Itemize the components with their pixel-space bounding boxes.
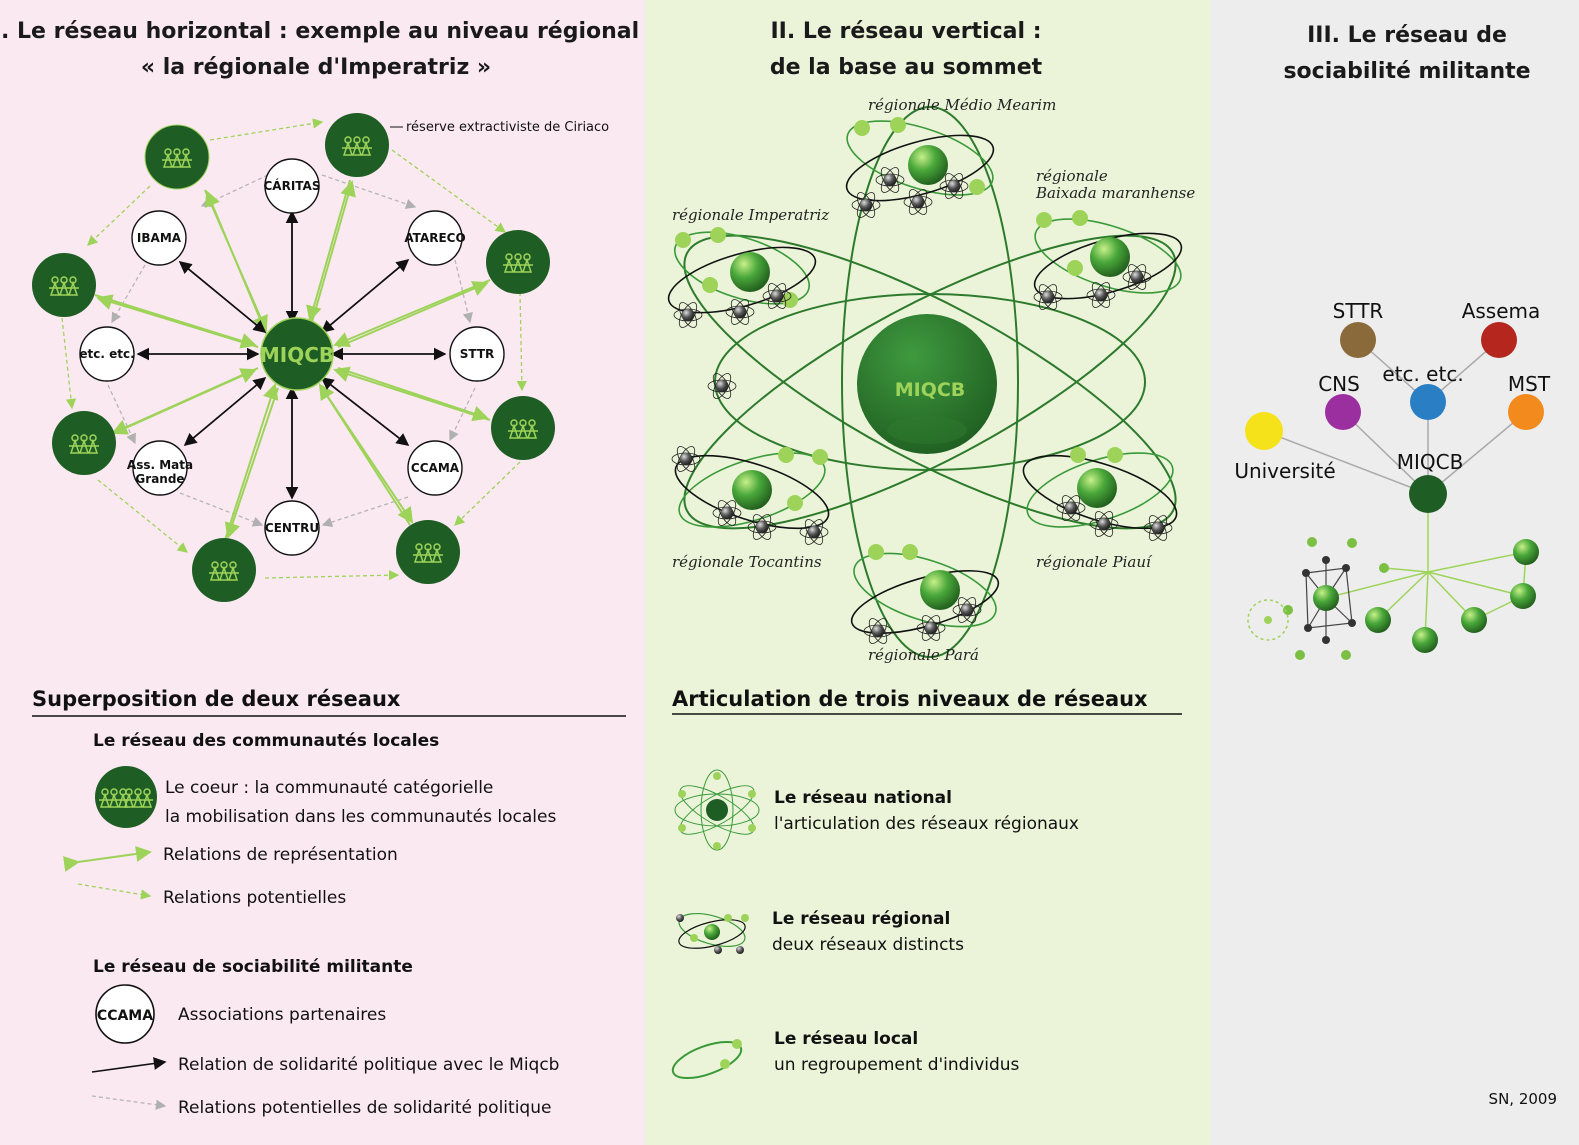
org-centru — [264, 500, 320, 556]
regional-cluster-para — [850, 544, 1000, 647]
panel-militant-sociability — [1210, 0, 1579, 1145]
community-circle — [32, 253, 96, 317]
org-ass-mata-grande — [132, 440, 188, 496]
legend-assoc: Associations partenaires — [178, 1005, 386, 1025]
regional-cluster-medio — [845, 117, 995, 221]
node-assema-label: Assema — [1462, 299, 1541, 323]
national-center-ball — [857, 314, 997, 454]
org-etc-label: etc. etc. — [79, 347, 134, 361]
legend-national-icon — [674, 769, 760, 851]
node-miqcb-label: MIQCB — [1397, 450, 1464, 474]
org-sttr — [449, 326, 505, 382]
section2-title-line2: de la base au sommet — [770, 55, 1043, 80]
org-caritas-label: CÁRITAS — [264, 178, 321, 193]
node-cns-label: CNS — [1318, 372, 1360, 396]
community-circle — [396, 520, 460, 584]
legend-local-desc: un regroupement d'individus — [774, 1055, 1020, 1075]
section3-title-line1: III. Le réseau de — [1307, 23, 1507, 48]
region-medio-label: régionale Médio Mearim — [868, 96, 1056, 114]
section2-title-line1: II. Le réseau vertical : — [771, 19, 1042, 44]
national-center-label: MIQCB — [895, 379, 966, 401]
legend1-sub2: Le réseau de sociabilité militante — [93, 957, 413, 977]
node-assema — [1481, 322, 1517, 358]
legend2-heading: Articulation de trois niveaux de réseaux — [672, 687, 1148, 711]
horizontal-network: réserve extractiviste de Ciriaco CÁRITAS… — [32, 113, 609, 602]
legend-national-title: Le réseau national — [774, 788, 952, 808]
community-circle — [486, 230, 550, 294]
legend-regional-title: Le réseau régional — [772, 909, 950, 929]
regional-cluster-piaui — [1022, 447, 1178, 544]
section1-title-line2: « la régionale d'Imperatriz » — [141, 55, 491, 80]
org-sttr-label: STTR — [460, 347, 495, 361]
region-imperatriz-label: régionale Imperatriz — [672, 206, 829, 224]
org-ass-mata-label-1: Ass. Mata — [127, 458, 193, 472]
org-atareco-label: ATARECO — [404, 231, 465, 245]
vertical-network: MIQCB — [667, 96, 1195, 664]
credit: SN, 2009 — [1489, 1090, 1557, 1108]
node-mst-label: MST — [1508, 372, 1551, 396]
legend-representation-arrow — [63, 846, 152, 872]
node-miqcb — [1409, 475, 1447, 513]
legend-coeur-line2: la mobilisation dans les communautés loc… — [165, 807, 556, 827]
org-ccama — [407, 440, 463, 496]
legend1-sub1: Le réseau des communautés locales — [93, 731, 439, 751]
community-circle — [52, 411, 116, 475]
community-circle — [144, 124, 210, 190]
legend-solidarity-potential-arrow — [91, 1095, 167, 1110]
region-baixada-label-1: régionale — [1036, 167, 1108, 185]
legend-assoc-icon-label: CCAMA — [97, 1008, 153, 1024]
node-mst — [1508, 394, 1544, 430]
org-atareco — [407, 210, 463, 266]
legend-coeur-line1: Le coeur : la communauté catégorielle — [165, 778, 493, 798]
regional-cluster-tocantins — [671, 443, 830, 548]
legend-assoc-icon — [95, 984, 155, 1044]
legend-rel-sol: Relation de solidarité politique avec le… — [178, 1055, 559, 1075]
legend-rel-sol-pot: Relations potentielles de solidarité pol… — [178, 1098, 551, 1118]
community-circle — [192, 538, 256, 602]
miqcb-center — [260, 317, 334, 391]
community-circle — [491, 396, 555, 460]
org-etc — [79, 326, 135, 382]
regional-cluster-baixada — [1033, 210, 1183, 313]
node-sttr-label: STTR — [1333, 299, 1384, 323]
legend-national-desc: l'articulation des réseaux régionaux — [774, 814, 1079, 834]
legend-rel-pot: Relations potentielles — [163, 888, 346, 908]
legend-solidarity-arrow — [91, 1057, 167, 1073]
legend-potential-arrow — [77, 883, 152, 900]
legend-regional-icon — [676, 913, 749, 954]
legend-regional-desc: deux réseaux distincts — [772, 935, 964, 955]
sociability-network: STTR Assema CNS etc. etc. MST Université… — [1234, 299, 1551, 660]
legend-community-icon — [95, 766, 157, 828]
section1-title-line1: I. Le réseau horizontal : exemple au niv… — [0, 19, 639, 44]
region-tocantins-label: régionale Tocantins — [672, 553, 822, 571]
region-para-label: régionale Pará — [868, 646, 979, 664]
legend-rel-rep: Relations de représentation — [163, 845, 398, 865]
local-subnetwork — [1247, 537, 1357, 660]
region-baixada-label-2: Baixada maranhense — [1035, 184, 1195, 202]
node-etc — [1410, 384, 1446, 420]
legend1-heading: Superposition de deux réseaux — [32, 687, 401, 711]
node-universite-label: Université — [1234, 459, 1335, 483]
node-universite — [1245, 412, 1283, 450]
node-cns — [1325, 394, 1361, 430]
legend-local-title: Le réseau local — [774, 1029, 918, 1049]
regional-cluster-imperatriz — [667, 227, 817, 331]
org-centru-label: CENTRU — [265, 521, 319, 535]
org-ibama-label: IBAMA — [137, 231, 182, 245]
community-circle — [325, 113, 389, 177]
legend-local-icon — [671, 1039, 743, 1080]
org-ibama — [131, 210, 187, 266]
org-ass-mata-label-2: Grande — [135, 472, 184, 486]
panel-horizontal-network — [0, 0, 645, 1145]
node-sttr — [1340, 322, 1376, 358]
region-piaui-label: régionale Piauí — [1036, 553, 1153, 571]
ciriaco-annotation: réserve extractiviste de Ciriaco — [406, 120, 609, 135]
miqcb-center-label: MIQCB — [260, 343, 334, 367]
org-caritas — [264, 158, 320, 214]
node-etc-label: etc. etc. — [1382, 362, 1463, 386]
org-ccama-label: CCAMA — [411, 461, 460, 475]
section3-title-line2: sociabilité militante — [1283, 59, 1530, 84]
